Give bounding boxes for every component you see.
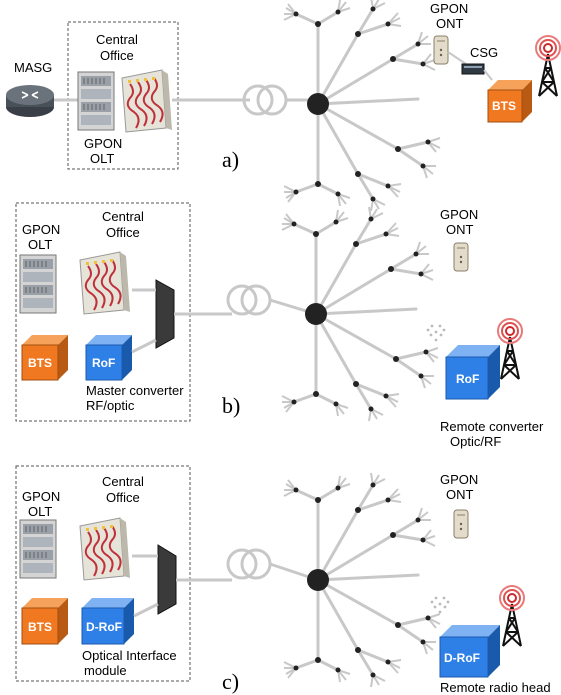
patch-panel-icon-c (79, 517, 131, 581)
splitter-tree-c (282, 471, 442, 689)
central-office-boundary (67, 21, 179, 170)
gpon-ont-label-2: ONT (436, 16, 464, 31)
panel-a: MASG Central Office GPON OLT GPON ONT CS… (6, 0, 561, 213)
gpon-ont-label-1: GPON (430, 1, 468, 16)
wdm-multiplexer-icon-c (157, 544, 177, 615)
remote-converter-label-2: Optic/RF (450, 434, 501, 449)
gpon-olt-label-b-1: GPON (22, 222, 60, 237)
central-office-boundary-c (15, 465, 191, 682)
master-converter-label-2: RF/optic (86, 398, 135, 413)
central-office-label-2: Office (100, 48, 134, 63)
gpon-ont-label-b-2: ONT (446, 222, 474, 237)
panel-c: GPON OLT Central Office GPON ONT BTS D-R… (15, 465, 551, 695)
gpon-ont-label-c-1: GPON (440, 472, 478, 487)
gpon-olt-rack-icon-b (19, 254, 57, 314)
gpon-olt-label-b-2: OLT (28, 237, 52, 252)
remote-rof-label-b: RoF (456, 372, 479, 386)
panel-b: GPON OLT Central Office GPON ONT BTS RoF… (15, 202, 544, 449)
optical-interface-label-2: module (84, 663, 127, 678)
patch-panel-icon-b (79, 251, 131, 315)
wdm-multiplexer-icon (155, 279, 175, 349)
bts-box-c (21, 598, 68, 645)
central-office-label-b-2: Office (106, 225, 140, 240)
panel-c-label: c) (222, 669, 239, 694)
gpon-olt-rack-icon-c (19, 519, 57, 579)
masg-label: MASG (14, 60, 52, 75)
panel-b-label: b) (222, 393, 240, 418)
gpon-ont-icon (433, 35, 449, 65)
gpon-olt-label-1: GPON (84, 136, 122, 151)
remote-drof-box-c (439, 625, 500, 678)
remote-converter-label-1: Remote converter (440, 419, 544, 434)
gpon-olt-rack-icon (77, 71, 115, 131)
remote-drof-label-c: D-RoF (444, 651, 480, 665)
central-office-label-c-1: Central (102, 474, 144, 489)
bts-label-c: BTS (28, 620, 52, 634)
gpon-ont-icon-b (453, 242, 469, 272)
central-office-label-b-1: Central (102, 209, 144, 224)
master-converter-label-1: Master converter (86, 383, 184, 398)
gpon-ont-label-c-2: ONT (446, 487, 474, 502)
remote-radio-head-label: Remote radio head (440, 680, 551, 695)
splitter-tree (282, 0, 442, 213)
csg-switch-icon (461, 63, 485, 75)
bts-box-b (21, 335, 68, 381)
fiber-spool-icon (242, 84, 288, 116)
antenna-tower-icon-b (497, 318, 523, 380)
gpon-ont-label-b-1: GPON (440, 207, 478, 222)
central-office-label-c-2: Office (106, 490, 140, 505)
radio-burst-icon-c (430, 596, 450, 614)
gpon-ont-icon-c (453, 509, 469, 539)
bts-label-a: BTS (492, 99, 516, 113)
antenna-tower-icon (535, 35, 561, 97)
drof-box-c (81, 598, 134, 645)
bts-label-b: BTS (28, 356, 52, 370)
fiber-spool-icon-b (226, 284, 272, 316)
central-office-boundary-b (15, 202, 191, 422)
rof-box-b (85, 335, 132, 381)
gpon-olt-label-2: OLT (90, 151, 114, 166)
central-office-label-1: Central (96, 32, 138, 47)
bts-box-a (487, 80, 532, 123)
rof-label-b: RoF (92, 356, 115, 370)
masg-router-icon (6, 85, 54, 117)
fiber-spool-icon-c (226, 548, 272, 580)
antenna-tower-icon-c (499, 585, 525, 647)
optical-interface-label-1: Optical Interface (82, 648, 177, 663)
radio-burst-icon-b (426, 324, 446, 342)
csg-label: CSG (470, 45, 498, 60)
gpon-olt-label-c-2: OLT (28, 504, 52, 519)
gpon-olt-label-c-1: GPON (22, 489, 60, 504)
panel-a-label: a) (222, 147, 239, 172)
remote-rof-box-b (445, 345, 500, 400)
splitter-tree-b (280, 205, 440, 423)
patch-panel-icon (121, 69, 173, 133)
drof-label-c: D-RoF (86, 620, 122, 634)
